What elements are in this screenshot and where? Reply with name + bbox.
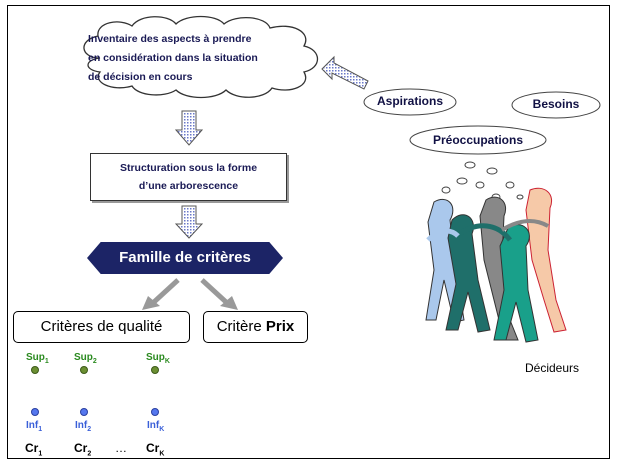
cr-text-k: Cr <box>146 441 160 455</box>
split-arrows <box>142 278 238 310</box>
sup-dot-2 <box>80 366 88 374</box>
inf-dot-k <box>151 408 159 416</box>
inf-label-k: InfK <box>147 420 164 433</box>
sup-label-1: Sup1 <box>26 352 49 365</box>
cloud-line-2: en considération dans la situation <box>88 52 258 64</box>
inf-label-1: Inf1 <box>26 420 42 433</box>
down-arrow-2 <box>175 205 203 239</box>
sup-label-2: Sup2 <box>74 352 97 365</box>
cr-text-1: Cr <box>25 441 39 455</box>
sup-text-2: Sup <box>74 352 93 363</box>
thought-besoins: Besoins <box>532 97 580 111</box>
sup-dot-k <box>151 366 159 374</box>
thought-aspirations: Aspirations <box>376 94 443 108</box>
inf-dot-1 <box>31 408 39 416</box>
critere-prix-box: Critère Prix <box>203 311 308 343</box>
thought-bubbles <box>363 88 601 201</box>
cr-label-2: Cr2 <box>74 441 91 457</box>
sup-dot-1 <box>31 366 39 374</box>
inf-sub-2: 2 <box>87 426 92 433</box>
inf-dot-2 <box>80 408 88 416</box>
sup-sub-1: 1 <box>44 358 49 365</box>
sup-text-1: Sup <box>26 352 45 363</box>
thought-preoccupations: Préoccupations <box>432 133 524 147</box>
down-arrow-1 <box>175 110 203 146</box>
inf-label-2: Inf2 <box>75 420 91 433</box>
inf-sub-1: 1 <box>38 426 43 433</box>
cr-text-2: Cr <box>74 441 88 455</box>
sup-sub-k: K <box>164 358 170 365</box>
decideurs-label: Décideurs <box>525 361 580 375</box>
cr-sub-2: 2 <box>87 450 92 458</box>
structuration-line-2: d’une arborescence <box>138 180 239 192</box>
famille-criteres-banner: Famille de critères <box>87 242 283 274</box>
inf-text-1: Inf <box>26 420 39 431</box>
critere-prix-prefix: Critère <box>216 318 266 335</box>
critere-prix-bold: Prix <box>265 318 295 335</box>
cr-sub-1: 1 <box>38 450 43 458</box>
inf-sub-k: K <box>159 426 165 433</box>
inventory-cloud <box>83 15 319 99</box>
cr-label-k: CrK <box>146 441 164 457</box>
cr-sub-k: K <box>159 450 165 458</box>
cr-label-1: Cr1 <box>25 441 42 457</box>
structuration-box: Structuration sous la forme d’une arbore… <box>90 153 287 201</box>
criteres-qualite-box: Critères de qualité <box>13 311 190 343</box>
left-arrow <box>321 55 369 90</box>
sup-label-k: SupK <box>146 352 170 365</box>
sup-sub-2: 2 <box>92 358 97 365</box>
slide-frame <box>7 5 610 459</box>
structuration-line-1: Structuration sous la forme <box>119 162 258 174</box>
inf-text-2: Inf <box>75 420 88 431</box>
cloud-line-3: de décision en cours <box>88 71 193 83</box>
inf-text-k: Inf <box>147 420 160 431</box>
decideurs-illustration <box>425 187 567 343</box>
cloud-line-1: Inventaire des aspects à prendre <box>88 33 252 45</box>
sup-text-k: Sup <box>146 352 165 363</box>
inventory-cloud-text: Inventaire des aspects à prendre en cons… <box>88 30 316 87</box>
ellipsis: … <box>115 441 127 455</box>
